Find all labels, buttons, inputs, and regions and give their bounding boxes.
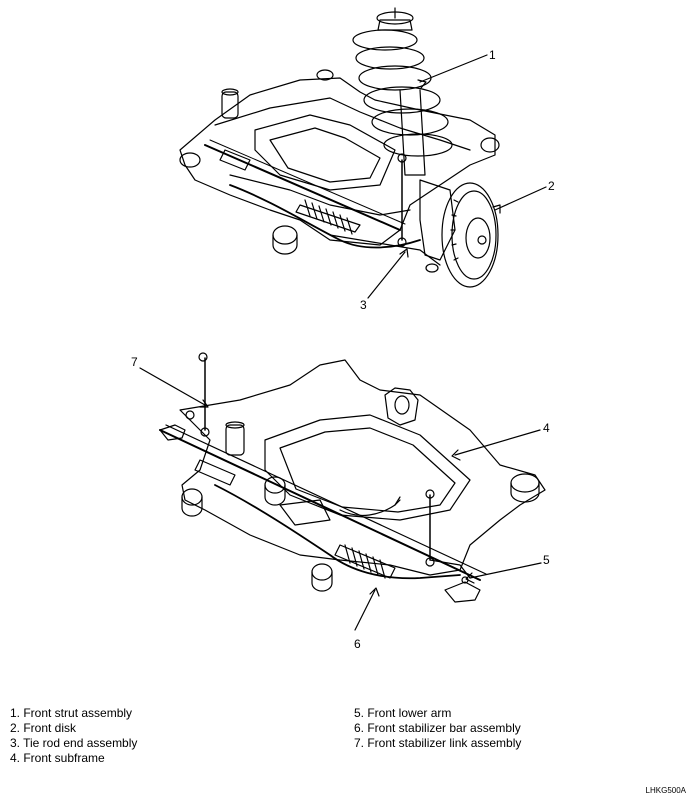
legend-item: 2. Front disk	[10, 721, 77, 735]
legend-item: 1. Front strut assembly	[10, 706, 133, 720]
lower-callout-leaders	[139, 367, 542, 631]
callout-2: 2	[548, 179, 555, 193]
legend-item: 7. Front stabilizer link assembly	[354, 736, 522, 750]
legend-item: 5. Front lower arm	[354, 706, 452, 720]
callout-6: 6	[354, 637, 361, 651]
legend-item: 6. Front stabilizer bar assembly	[354, 721, 521, 735]
callout-4: 4	[543, 421, 550, 435]
figure-code: LHKG500A	[645, 786, 686, 795]
legend-right: 5. Front lower arm 6. Front stabilizer b…	[354, 706, 521, 751]
lower-assembly-drawing	[159, 352, 546, 603]
callout-5: 5	[543, 553, 550, 567]
callout-7: 7	[131, 355, 138, 369]
upper-assembly-drawing	[179, 7, 500, 288]
legend-item: 4. Front subframe	[10, 751, 105, 765]
legend-item: 3. Tie rod end assembly	[10, 736, 138, 750]
callout-1: 1	[489, 48, 496, 62]
legend-left: 1. Front strut assembly 2. Front disk 3.…	[10, 706, 137, 766]
upper-callout-leaders	[367, 54, 547, 299]
callout-3: 3	[360, 298, 367, 312]
